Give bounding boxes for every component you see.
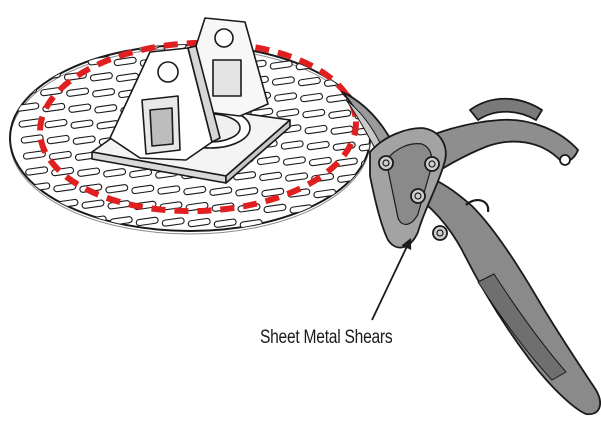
plate-slot	[70, 119, 94, 129]
plate-slot	[131, 184, 155, 195]
plate-slot	[113, 56, 137, 67]
plate-slot	[321, 61, 345, 71]
plate-slot	[57, 214, 81, 225]
plate-slot	[25, 166, 49, 176]
plate-slot	[300, 92, 324, 103]
plate-slot	[48, 150, 72, 161]
plate-slot	[349, 78, 370, 88]
plate-slot	[10, 45, 31, 48]
plate-slot	[46, 134, 70, 145]
plate-slot	[135, 216, 159, 227]
plate-slot	[261, 187, 285, 198]
plate-slot	[94, 104, 118, 114]
plate-slot	[328, 109, 352, 119]
plate-slot	[161, 217, 185, 227]
plate-slot	[85, 45, 109, 50]
plate-slot	[81, 199, 105, 209]
plate-slot	[233, 171, 257, 181]
plate-slot	[157, 185, 181, 195]
plate-slot	[291, 220, 315, 230]
plate-slot	[306, 140, 330, 151]
callout-label: Sheet Metal Shears	[259, 327, 393, 348]
plate-slot	[343, 221, 367, 231]
plate-slot	[89, 72, 113, 82]
plate-slot	[103, 168, 127, 178]
plate-slot	[183, 185, 207, 196]
plate-slot	[68, 103, 92, 113]
plate-slot	[271, 76, 295, 86]
sheet-metal-shears-icon	[341, 91, 601, 416]
plate-slot	[347, 62, 370, 72]
plate-slot	[31, 214, 55, 224]
plate-slot	[274, 92, 298, 102]
cut-line	[37, 39, 359, 215]
plate-slot	[341, 205, 365, 215]
plate-slot	[317, 220, 341, 231]
plate-slot	[59, 45, 83, 49]
plate-slot	[66, 87, 90, 97]
plate-slot	[111, 45, 135, 51]
plate-slot	[285, 172, 309, 182]
plate-slot	[92, 88, 116, 98]
plate-slot	[319, 45, 343, 55]
plate-slot	[276, 108, 300, 118]
plate-slot	[209, 186, 233, 196]
plate-slot	[11, 70, 35, 80]
plate-slot	[35, 54, 59, 65]
mounting-bracket-icon	[91, 17, 291, 184]
plate-slot	[213, 218, 237, 228]
plate-slot	[29, 198, 53, 208]
plate-slot	[105, 184, 129, 194]
plate-slot	[20, 134, 44, 144]
plate-slot	[282, 156, 306, 166]
plate-slot	[304, 124, 328, 135]
plate-slot	[259, 171, 283, 182]
plate-slot	[315, 204, 339, 215]
plate-slot	[22, 150, 46, 160]
plate-slot	[33, 45, 57, 49]
plate-slot	[345, 46, 369, 56]
plate-slot	[297, 76, 321, 87]
plate-slot	[256, 155, 280, 166]
plate-slot	[280, 140, 304, 150]
plate-slot	[313, 188, 337, 199]
plate-slot	[308, 156, 332, 167]
plate-slot	[129, 168, 153, 179]
plate-slot	[235, 187, 259, 197]
plate-slot	[269, 60, 293, 70]
plate-slot	[187, 217, 211, 228]
plate-slot	[44, 118, 68, 129]
plate-slot	[10, 54, 33, 64]
callout-arrow-icon	[371, 238, 412, 321]
plate-slot	[339, 189, 363, 199]
plate-slot	[77, 167, 101, 177]
plate-slot	[302, 108, 326, 119]
plate-slot	[293, 45, 317, 55]
plate-slot	[72, 135, 96, 145]
plate-slot	[263, 203, 287, 214]
